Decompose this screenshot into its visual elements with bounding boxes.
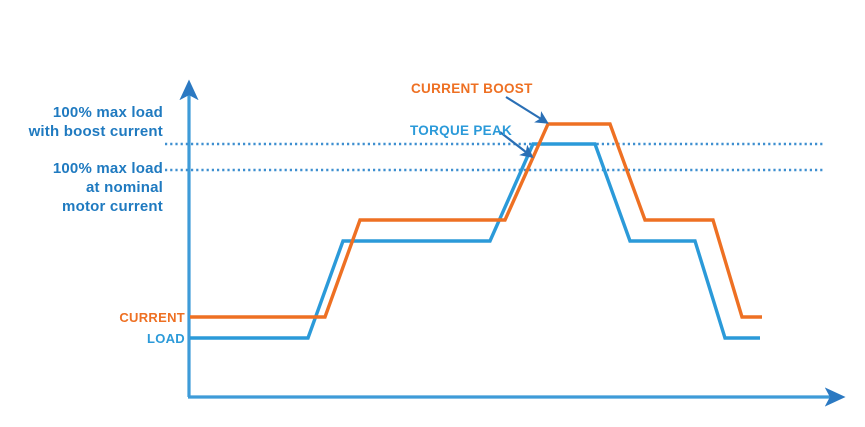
callout-arrows-group [499, 96, 549, 159]
series-line-load [190, 142, 760, 340]
reference-lines-group [165, 142, 824, 172]
callout-torque-peak: TORQUE PEAK [410, 123, 513, 138]
torque-peak-arrow-icon [499, 131, 534, 159]
reference-label-nominal-current: 100% max load at nominal motor current [52, 160, 163, 215]
current-boost-arrow-icon [505, 96, 549, 124]
legend-label-current: CURRENT [119, 310, 185, 325]
series-line-current [190, 122, 762, 319]
legend-label-load: LOAD [146, 331, 185, 346]
axes-group [179, 79, 846, 407]
reference-label-boost-current: 100% max load with boost current [28, 104, 163, 140]
callout-current-boost: CURRENT BOOST [411, 81, 533, 96]
